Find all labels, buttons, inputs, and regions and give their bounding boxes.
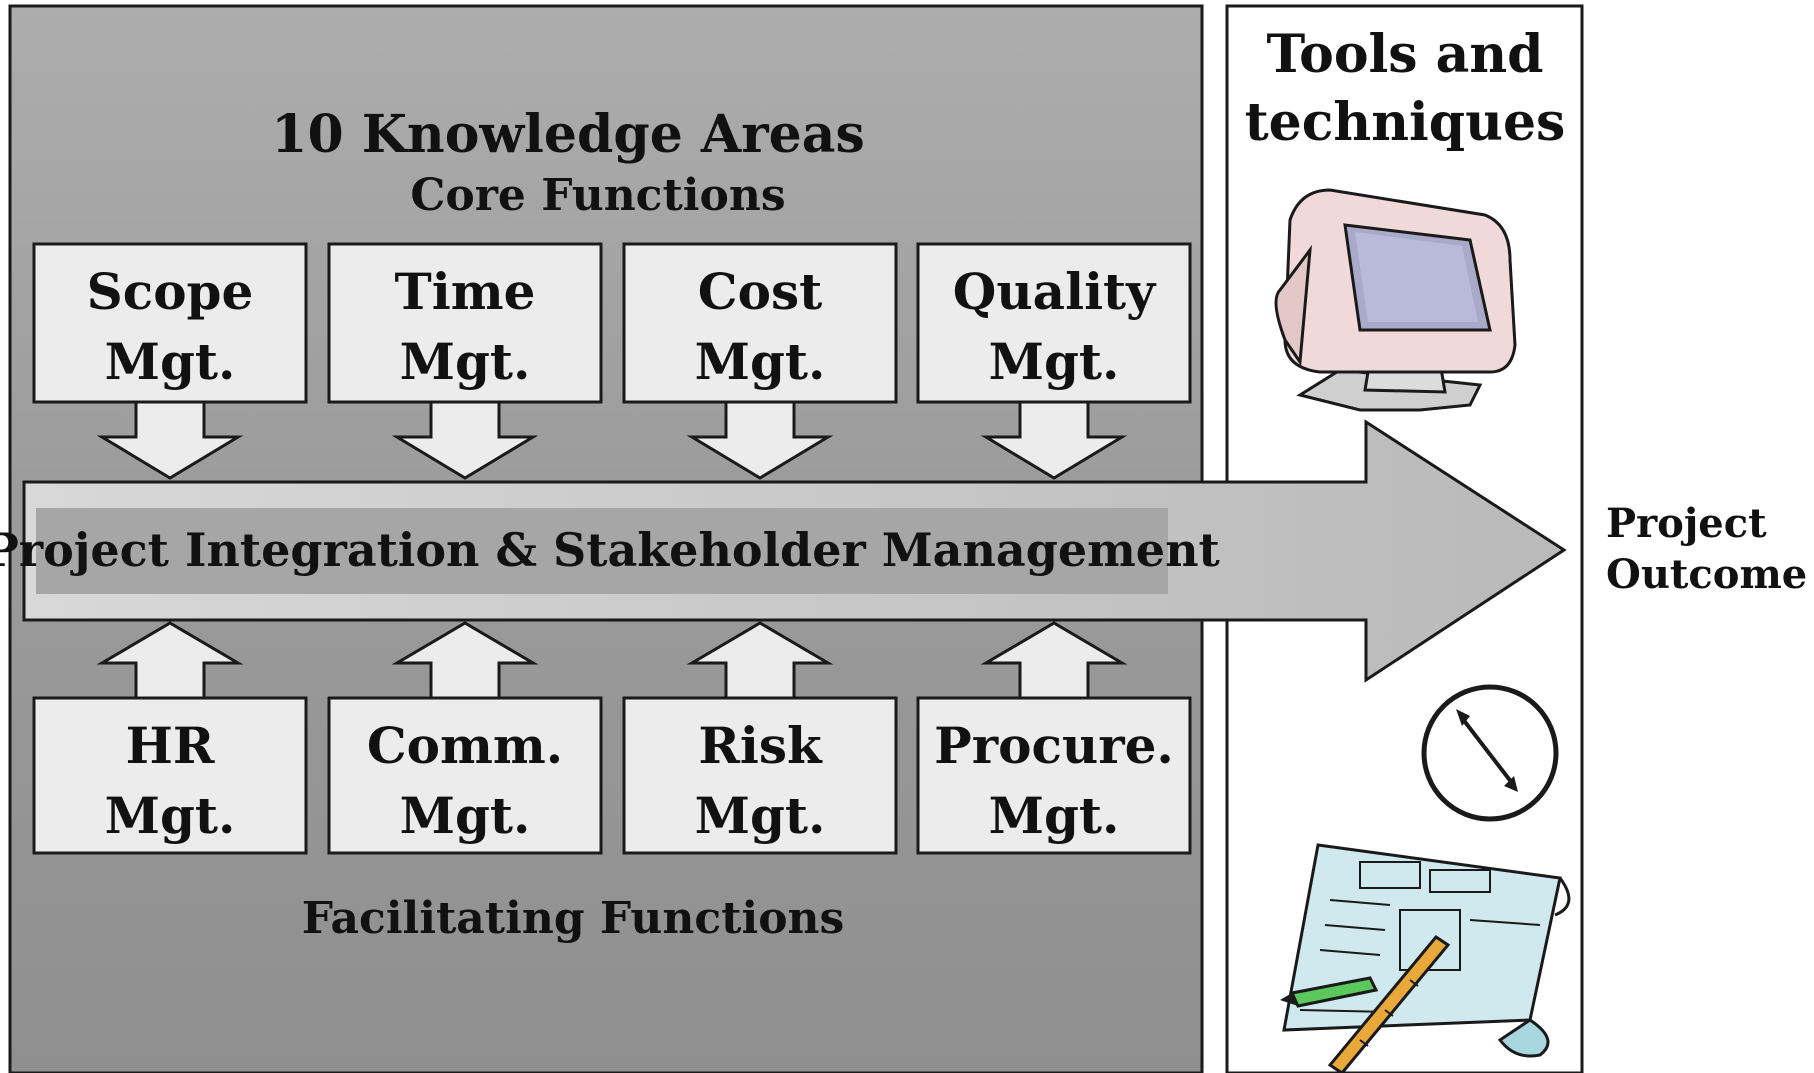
facilitating-arrow-0 [96,621,244,700]
facilitating-box-2 [622,696,898,855]
core-box-0 [32,242,308,404]
facilitating-area-3: Procure. Mgt. [916,621,1192,855]
tools-title-line-2: techniques [1245,92,1566,153]
facilitating-arrow-3 [980,621,1128,700]
core-functions-label: Core Functions [410,170,785,221]
core-suffix-1: Mgt. [400,332,531,391]
core-box-2 [622,242,898,404]
facilitating-suffix-3: Mgt. [989,786,1120,845]
project-outcome-line-1: Project [1606,500,1767,547]
clock-icon [1421,684,1559,822]
facilitating-arrow-2 [686,621,834,700]
core-box-3 [916,242,1192,404]
blueprint-icon [1280,843,1571,1073]
core-name-0: Scope [87,262,254,321]
core-name-3: Quality [953,262,1157,321]
facilitating-suffix-0: Mgt. [105,786,236,845]
facilitating-functions-label: Facilitating Functions [302,893,845,944]
core-arrow-2 [686,400,834,480]
facilitating-name-0: HR [126,716,215,775]
core-suffix-3: Mgt. [989,332,1120,391]
project-outcome-line-2: Outcome [1606,551,1807,598]
facilitating-box-3 [916,696,1192,855]
core-arrow-1 [391,400,539,480]
integration-band [36,508,1168,594]
facilitating-name-3: Procure. [934,716,1174,775]
core-suffix-0: Mgt. [105,332,236,391]
core-suffix-2: Mgt. [695,332,826,391]
facilitating-arrow-1 [391,621,539,700]
core-arrow-3 [980,400,1128,480]
tools-title-line-1: Tools and [1266,24,1543,85]
facilitating-box-1 [327,696,603,855]
facilitating-suffix-2: Mgt. [695,786,826,845]
facilitating-box-0 [32,696,308,855]
facilitating-suffix-1: Mgt. [400,786,531,845]
core-box-1 [327,242,603,404]
facilitating-name-2: Risk [698,716,823,775]
diagram-title: 10 Knowledge Areas [271,104,864,165]
computer-monitor-icon [1274,188,1517,412]
facilitating-area-0: HR Mgt. [32,621,308,855]
integration-label: Project Integration & Stakeholder Manage… [0,523,1221,577]
facilitating-name-1: Comm. [367,716,563,775]
core-name-1: Time [395,262,536,321]
core-name-2: Cost [698,262,822,321]
core-arrow-0 [96,400,244,480]
facilitating-area-1: Comm. Mgt. [327,621,603,855]
